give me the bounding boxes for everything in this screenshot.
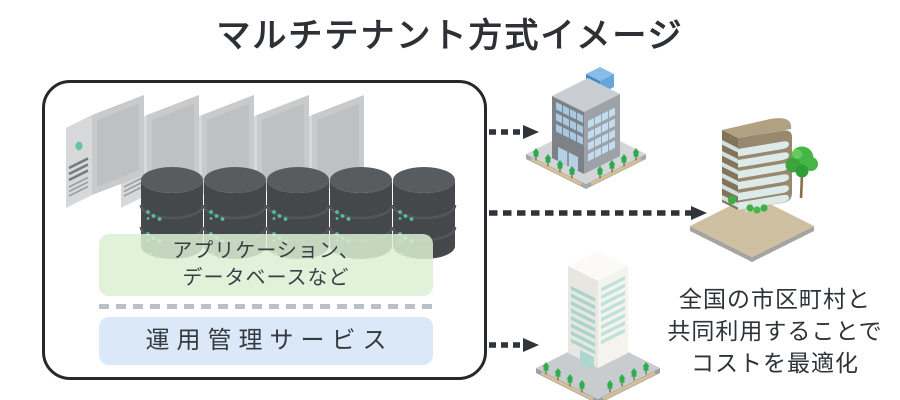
tower-building-icon xyxy=(536,251,660,400)
dashed-arrow-icon-top xyxy=(489,125,539,139)
benefit-caption-line3: コストを最適化 xyxy=(691,350,859,376)
corporate-building-icon xyxy=(690,118,818,262)
benefit-caption: 全国の市区町村と 共同利用することで コストを最適化 xyxy=(645,283,900,379)
benefit-caption-line1: 全国の市区町村と xyxy=(679,286,871,312)
dashed-arrow-icon-middle xyxy=(489,206,707,220)
benefit-caption-line2: 共同利用することで xyxy=(667,318,883,344)
multitenant-container: アプリケーション、 データベースなど 運用管理サービス xyxy=(42,80,487,380)
operation-layer-label: 運用管理サービス xyxy=(145,327,394,354)
diagram-title: マルチテナント方式イメージ xyxy=(216,17,684,55)
application-layer-label-line2: データベースなど xyxy=(182,267,350,289)
tree-icon xyxy=(785,146,818,199)
operation-layer-box: 運用管理サービス xyxy=(99,317,433,365)
dashed-arrow-icon-bottom xyxy=(489,338,539,352)
layer-divider-dashed-line xyxy=(99,304,433,309)
office-building-icon xyxy=(526,67,646,189)
application-layer-box: アプリケーション、 データベースなど xyxy=(99,234,433,296)
application-layer-label-line1: アプリケーション、 xyxy=(172,240,360,262)
